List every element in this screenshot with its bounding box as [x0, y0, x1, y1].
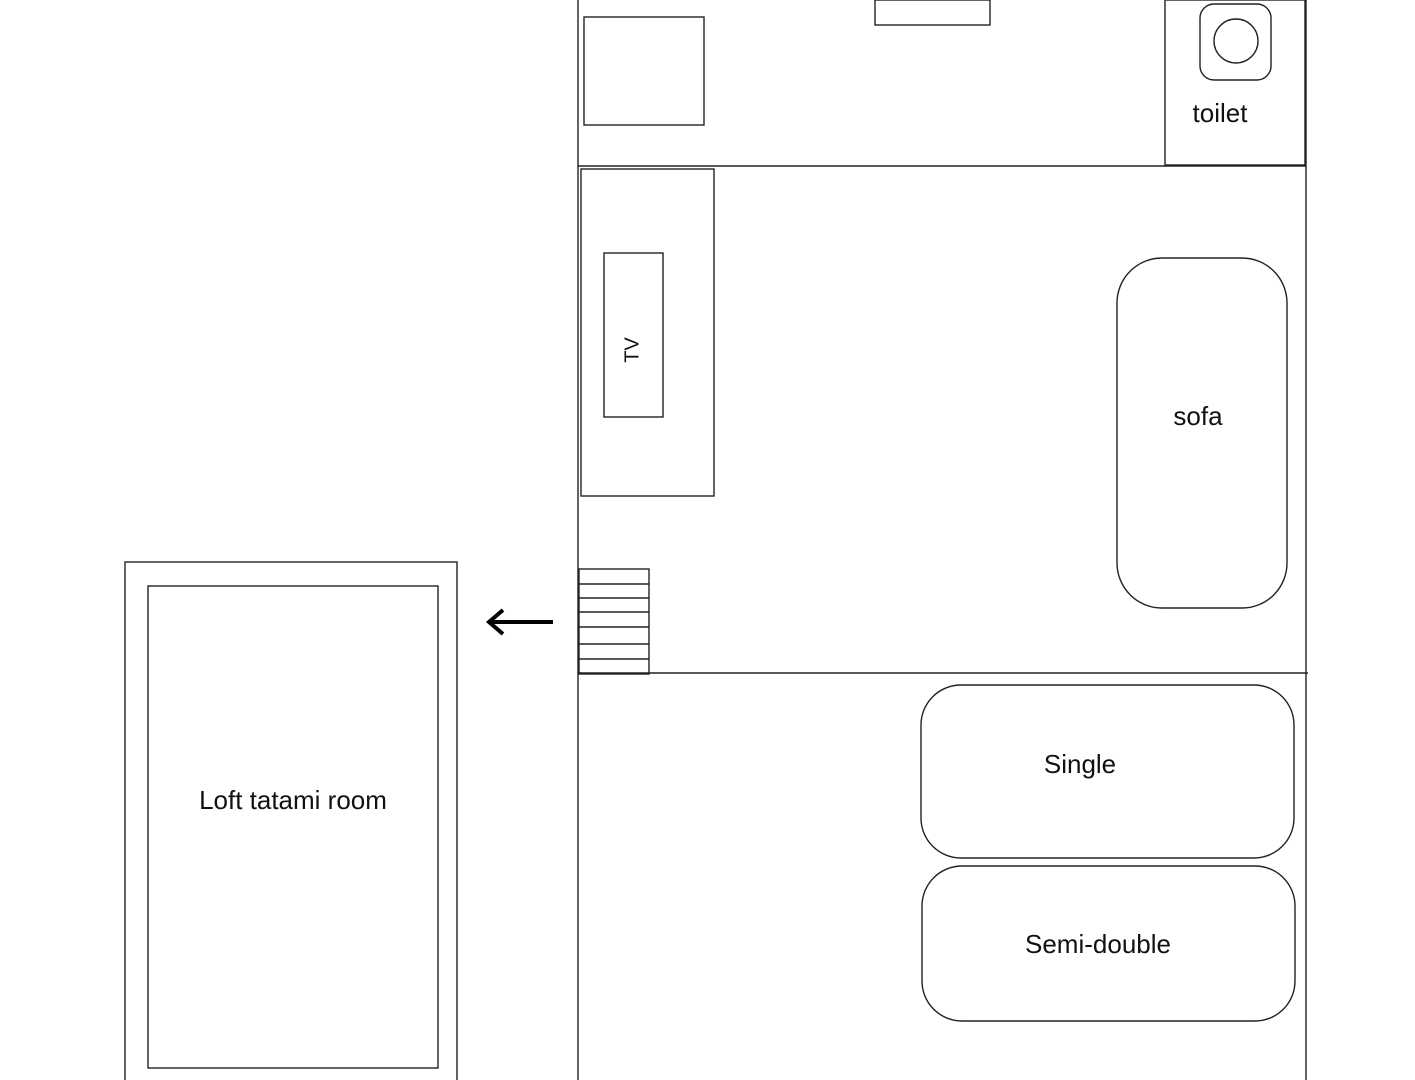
tv	[603, 252, 664, 418]
single-bed	[920, 684, 1295, 859]
sofa	[1116, 257, 1288, 609]
single-bed-label: Single	[1044, 749, 1116, 779]
tv-label: TV	[621, 337, 643, 363]
toilet-bowl-inner-icon	[1213, 18, 1259, 64]
loft-outer	[124, 561, 458, 1080]
tv-stand	[580, 168, 715, 497]
semi-double-bed-label: Semi-double	[1025, 929, 1171, 959]
semi-double-bed	[921, 865, 1296, 1022]
loft-inner	[147, 585, 439, 1069]
window-box	[874, 0, 991, 26]
loft-label: Loft tatami room	[199, 785, 387, 815]
toilet-bowl-outer	[1199, 3, 1272, 81]
toilet-room	[1164, 0, 1306, 166]
toilet-label: toilet	[1193, 98, 1249, 128]
arrow-left-icon	[485, 608, 553, 636]
staircase	[578, 568, 650, 675]
cabinet-box	[583, 16, 705, 126]
sofa-label: sofa	[1173, 401, 1223, 431]
